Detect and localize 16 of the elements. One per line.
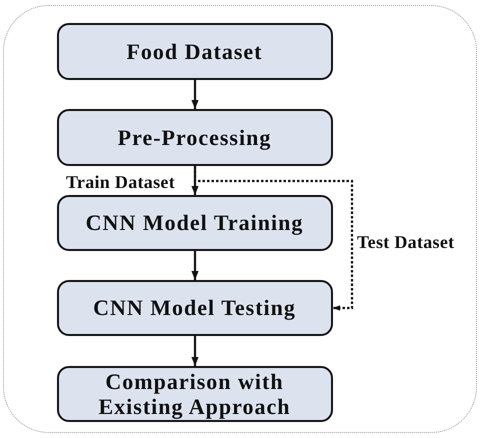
arrow (191, 336, 199, 366)
process-box (56, 22, 332, 80)
process-box (56, 108, 332, 166)
arrow (191, 251, 199, 280)
step-label: Food Dataset (126, 38, 263, 64)
step-label: Pre-Processing (118, 124, 272, 150)
step-label: Comparison with Existing Approach (97, 368, 292, 418)
process-box (56, 366, 332, 422)
dotted-frame (3, 5, 477, 433)
arrow (191, 166, 199, 195)
step-label: CNN Model Training (86, 210, 304, 235)
process-box (56, 280, 332, 336)
step-label: CNN Model Testing (93, 295, 296, 320)
process-box (56, 194, 332, 250)
arrow (191, 80, 199, 109)
dotted-arrow (194, 166, 354, 311)
